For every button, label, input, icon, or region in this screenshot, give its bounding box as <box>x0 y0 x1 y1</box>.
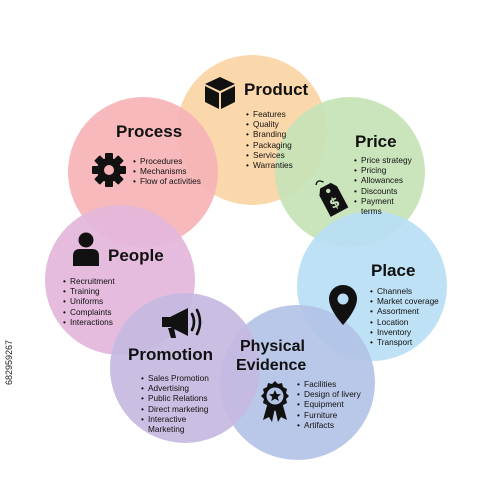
list-item: Inventory <box>370 327 439 337</box>
location-pin-icon <box>329 285 357 325</box>
process-bullet-list: Procedures Mechanisms Flow of activities <box>133 156 201 187</box>
list-item: Branding <box>246 129 293 139</box>
list-item: Flow of activities <box>133 176 201 186</box>
list-item: Artifacts <box>297 420 361 430</box>
list-item: Discounts <box>354 186 424 196</box>
gear-icon <box>92 153 126 187</box>
list-item: Price strategy <box>354 155 424 165</box>
list-item: Recruitment <box>63 276 115 286</box>
promotion-title: Promotion <box>128 345 213 364</box>
place-title: Place <box>371 261 416 280</box>
list-item: Services <box>246 150 293 160</box>
place-bullet-list: Channels Market coverage Assortment Loca… <box>370 286 439 347</box>
list-item: Design of livery <box>297 389 361 399</box>
list-item: Market coverage <box>370 296 439 306</box>
megaphone-icon <box>162 308 202 338</box>
price-bullet-list: Price strategy Pricing Allowances Discou… <box>354 155 424 216</box>
list-item: Payment terms <box>354 196 401 216</box>
list-item: Packaging <box>246 140 293 150</box>
process-title: Process <box>116 122 183 141</box>
list-item: Features <box>246 109 293 119</box>
list-item: Interactions <box>63 317 115 327</box>
list-item: Interactive Marketing <box>141 414 210 434</box>
promotion-bullet-list: Sales Promotion Advertising Public Relat… <box>141 373 210 434</box>
list-item: Equipment <box>297 399 361 409</box>
list-item: Pricing <box>354 165 424 175</box>
list-item: Allowances <box>354 175 424 185</box>
list-item: Mechanisms <box>133 166 201 176</box>
physical-evidence-title-line1: Physical <box>240 338 305 355</box>
list-item: Furniture <box>297 410 361 420</box>
list-item: Training <box>63 286 115 296</box>
list-item: Transport <box>370 337 439 347</box>
physical-evidence-title-line2: Evidence <box>236 357 307 374</box>
physical-evidence-bullet-list: Facilities Design of livery Equipment Fu… <box>297 379 361 430</box>
stock-id-watermark: 682959267 <box>4 339 14 385</box>
person-icon <box>73 232 99 266</box>
list-item: Public Relations <box>141 393 210 403</box>
list-item: Procedures <box>133 156 201 166</box>
price-title: Price <box>355 132 397 151</box>
award-badge-icon <box>261 381 289 422</box>
list-item: Quality <box>246 119 293 129</box>
product-bullet-list: Features Quality Branding Packaging Serv… <box>246 109 293 170</box>
list-item: Sales Promotion <box>141 373 210 383</box>
box-icon <box>205 77 235 109</box>
list-item: Warranties <box>246 160 293 170</box>
price-tag-icon: $ <box>315 180 349 217</box>
list-item: Facilities <box>297 379 361 389</box>
list-item: Channels <box>370 286 439 296</box>
list-item: Advertising <box>141 383 210 393</box>
list-item: Complaints <box>63 307 115 317</box>
product-title: Product <box>244 80 309 99</box>
people-title: People <box>108 246 164 265</box>
list-item: Assortment <box>370 306 439 316</box>
physical-evidence-title: Physical Evidence <box>236 337 306 375</box>
list-item: Location <box>370 317 439 327</box>
people-bullet-list: Recruitment Training Uniforms Complaints… <box>63 276 115 327</box>
list-item: Direct marketing <box>141 404 210 414</box>
list-item: Uniforms <box>63 296 115 306</box>
